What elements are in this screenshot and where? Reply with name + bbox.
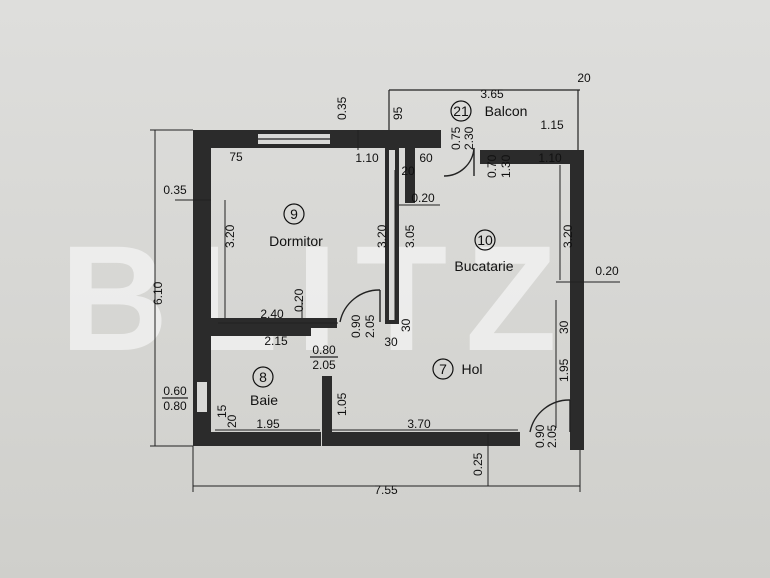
dim-label: 6.10 xyxy=(151,281,165,305)
dim-label: 0.20 xyxy=(411,191,435,205)
dim-label: 2.30 xyxy=(462,126,476,150)
dim-label: 1.30 xyxy=(499,154,513,178)
wall-bottom-hol xyxy=(322,432,520,446)
watermark: BLITZ xyxy=(60,214,575,382)
room-number: 8 xyxy=(259,369,267,385)
dim-label: 3.20 xyxy=(223,224,237,248)
room-name: Hol xyxy=(461,361,482,377)
dim-label: 30 xyxy=(384,335,398,349)
dim-label: 1.95 xyxy=(256,417,280,431)
dim-label: 0.80 xyxy=(312,343,336,357)
wall-baie-top xyxy=(211,328,311,336)
window-baie xyxy=(197,382,207,412)
dim-label: 2.15 xyxy=(264,334,288,348)
dim-label: 1.10 xyxy=(538,151,562,165)
wall-top-bucatarie xyxy=(480,150,580,164)
dim-label: 1.95 xyxy=(557,358,571,382)
dim-label: 0.35 xyxy=(335,96,349,120)
room-number: 9 xyxy=(290,206,298,222)
dim-label: 2.05 xyxy=(363,314,377,338)
dim-label: 20 xyxy=(401,164,415,178)
doors xyxy=(339,147,571,433)
dimension-labels: 3.65 20 0.35 95 0.75 2.30 1.15 75 1.10 6… xyxy=(151,71,619,497)
wall-middle-gap xyxy=(389,150,395,320)
dim-label: 30 xyxy=(557,320,571,334)
dim-label: 7.55 xyxy=(374,483,398,497)
dim-label: 3.65 xyxy=(480,87,504,101)
dim-label: 0.35 xyxy=(163,183,187,197)
dim-label: 2.40 xyxy=(260,307,284,321)
dim-label: 3.05 xyxy=(403,224,417,248)
room-hol: 7 Hol xyxy=(432,358,483,380)
dim-label: 0.20 xyxy=(595,264,619,278)
dimension-lines xyxy=(150,89,620,492)
room-name: Dormitor xyxy=(269,233,323,249)
room-number-circle xyxy=(474,229,496,251)
dim-label: 75 xyxy=(229,150,243,164)
wall-bottom-baie xyxy=(211,432,321,446)
dim-label: 95 xyxy=(391,106,405,120)
door-dormitor xyxy=(339,289,381,323)
room-number-circle xyxy=(252,366,274,388)
dim-label: 20 xyxy=(225,414,239,428)
dim-label: 3.20 xyxy=(375,224,389,248)
dim-label: 0.80 xyxy=(163,399,187,413)
room-number: 7 xyxy=(439,361,447,377)
dim-label: 0.60 xyxy=(163,384,187,398)
dim-label: 20 xyxy=(577,71,591,85)
door-entrance xyxy=(529,399,571,433)
room-number-circle xyxy=(450,100,472,122)
wall-right-outer xyxy=(570,150,584,450)
room-number-circle xyxy=(283,203,305,225)
room-number: 10 xyxy=(477,232,493,248)
door-balcon xyxy=(443,147,475,177)
dim-label: 0.25 xyxy=(471,452,485,476)
room-name: Balcon xyxy=(485,103,528,119)
dim-label: 3.70 xyxy=(407,417,431,431)
dim-label: 0.90 xyxy=(533,424,547,448)
room-name: Baie xyxy=(250,392,278,408)
dim-label: 0.70 xyxy=(485,154,499,178)
room-balcon: 21 Balcon xyxy=(450,100,528,122)
room-number: 21 xyxy=(453,103,469,119)
wall-stub xyxy=(405,148,415,203)
dim-label: 1.10 xyxy=(355,151,379,165)
dim-label: 2.05 xyxy=(312,358,336,372)
dim-label: 30 xyxy=(399,318,413,332)
dim-label: 0.75 xyxy=(449,126,463,150)
dim-label: 1.05 xyxy=(335,392,349,416)
dim-label: 15 xyxy=(215,404,229,418)
dim-label: 2.05 xyxy=(545,424,559,448)
room-bucatarie: 10 Bucatarie xyxy=(454,229,514,274)
room-baie: 8 Baie xyxy=(250,366,278,408)
dim-label: 60 xyxy=(419,151,433,165)
dim-label: 3.20 xyxy=(561,224,575,248)
dim-label: 0.90 xyxy=(349,314,363,338)
room-dormitor: 9 Dormitor xyxy=(269,203,323,249)
room-number-circle xyxy=(432,358,454,380)
dim-label: 1.15 xyxy=(540,118,564,132)
dim-label: 0.20 xyxy=(292,288,306,312)
wall-baie-right xyxy=(322,376,332,446)
room-name: Bucatarie xyxy=(454,258,513,274)
wall-left-outer xyxy=(193,130,211,446)
